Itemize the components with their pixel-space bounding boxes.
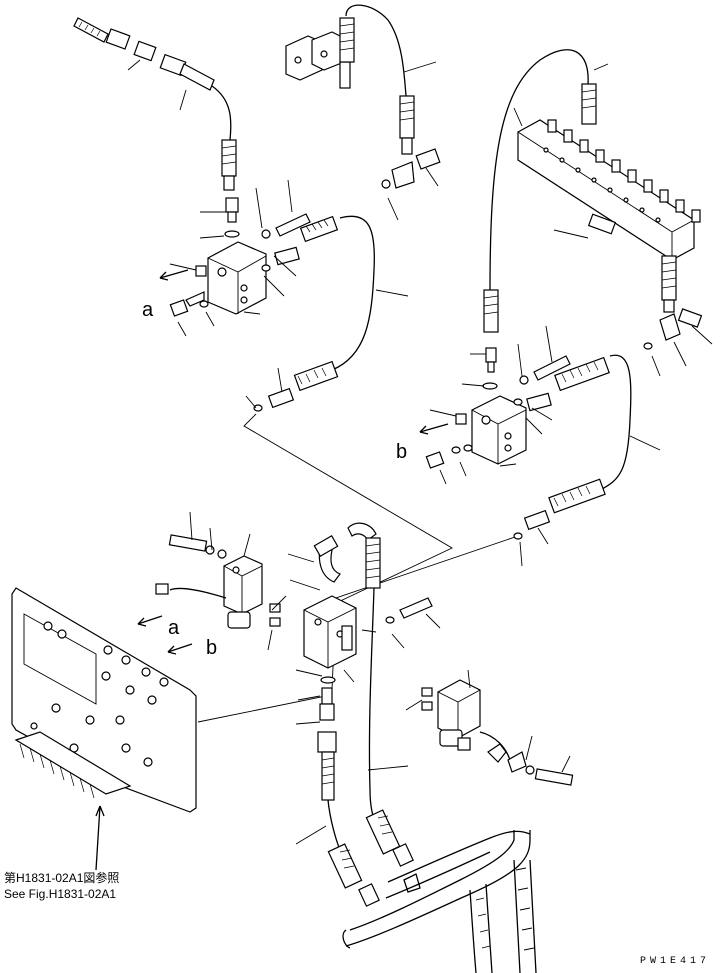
reference-note-japanese: 第H1831-02A1図参照 (4, 871, 120, 885)
reference-note-english: See Fig.H1831-02A1 (4, 887, 117, 901)
control-panel-plate (11, 587, 197, 813)
upper-right-manifold (489, 49, 713, 377)
center-valve-block (287, 522, 441, 851)
reference-leader (95, 805, 105, 871)
right-solenoid-assembly (405, 669, 574, 786)
marker-b-upper: b (396, 441, 407, 463)
drawing-code: PW1E417 (640, 956, 711, 967)
upper-center-hose-assembly (285, 4, 441, 221)
upper-left-hose-assembly (73, 17, 237, 191)
left-valve-block (159, 179, 409, 412)
lower-hose-assembly (295, 799, 537, 973)
manifold-ports (543, 147, 661, 223)
manifold-fittings (547, 119, 701, 223)
center-solenoid-assembly (155, 511, 287, 651)
right-valve-block (419, 289, 661, 567)
marker-b-lower: b (206, 637, 217, 659)
marker-a-upper: a (142, 299, 154, 321)
reference-note: 第H1831-02A1図参照 See Fig.H1831-02A1 (4, 870, 119, 902)
marker-a-lower: a (168, 617, 180, 639)
